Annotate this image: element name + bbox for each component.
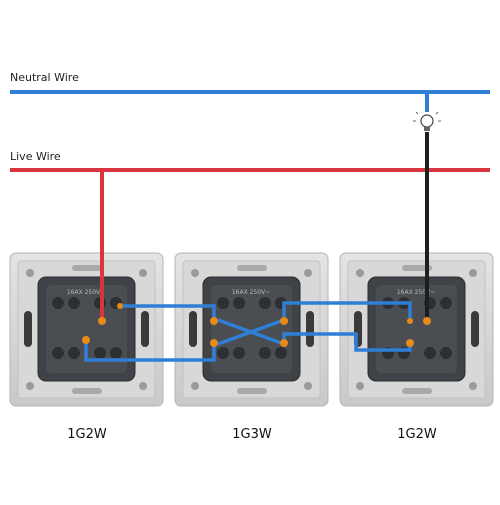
light-bulb-icon <box>413 107 441 131</box>
terminal-left-common <box>98 317 106 325</box>
switch-middle <box>174 252 329 407</box>
terminal-left-l2 <box>82 336 90 344</box>
switch-left-caption: 1G2W <box>67 427 107 442</box>
terminal-right-common <box>423 317 431 325</box>
switch-right-rating: 16AX 250V~ <box>397 289 435 296</box>
terminal-middle-1 <box>210 317 218 325</box>
terminal-right-l1 <box>407 318 413 324</box>
terminal-right-l2 <box>406 339 414 347</box>
switch-middle-rating: 16AX 250V~ <box>232 289 270 296</box>
traveler-wire-1 <box>120 304 216 318</box>
middle-cross-wire-2 <box>217 318 285 346</box>
traveler-wire-2 <box>84 343 216 362</box>
terminal-left-l1 <box>117 303 123 309</box>
traveler-wire-4 <box>282 332 412 352</box>
terminal-middle-3 <box>280 317 288 325</box>
terminal-middle-4 <box>280 339 288 347</box>
traveler-wire-3 <box>282 301 412 318</box>
switch-left <box>9 252 164 407</box>
switch-middle-caption: 1G3W <box>232 427 272 442</box>
switch-left-rating: 16AX 250V~ <box>67 289 105 296</box>
terminal-middle-2 <box>210 339 218 347</box>
live-wire-label: Live Wire <box>10 150 61 163</box>
switch-right <box>339 252 494 407</box>
switch-right-caption: 1G2W <box>397 427 437 442</box>
neutral-wire-label: Neutral Wire <box>10 71 79 84</box>
